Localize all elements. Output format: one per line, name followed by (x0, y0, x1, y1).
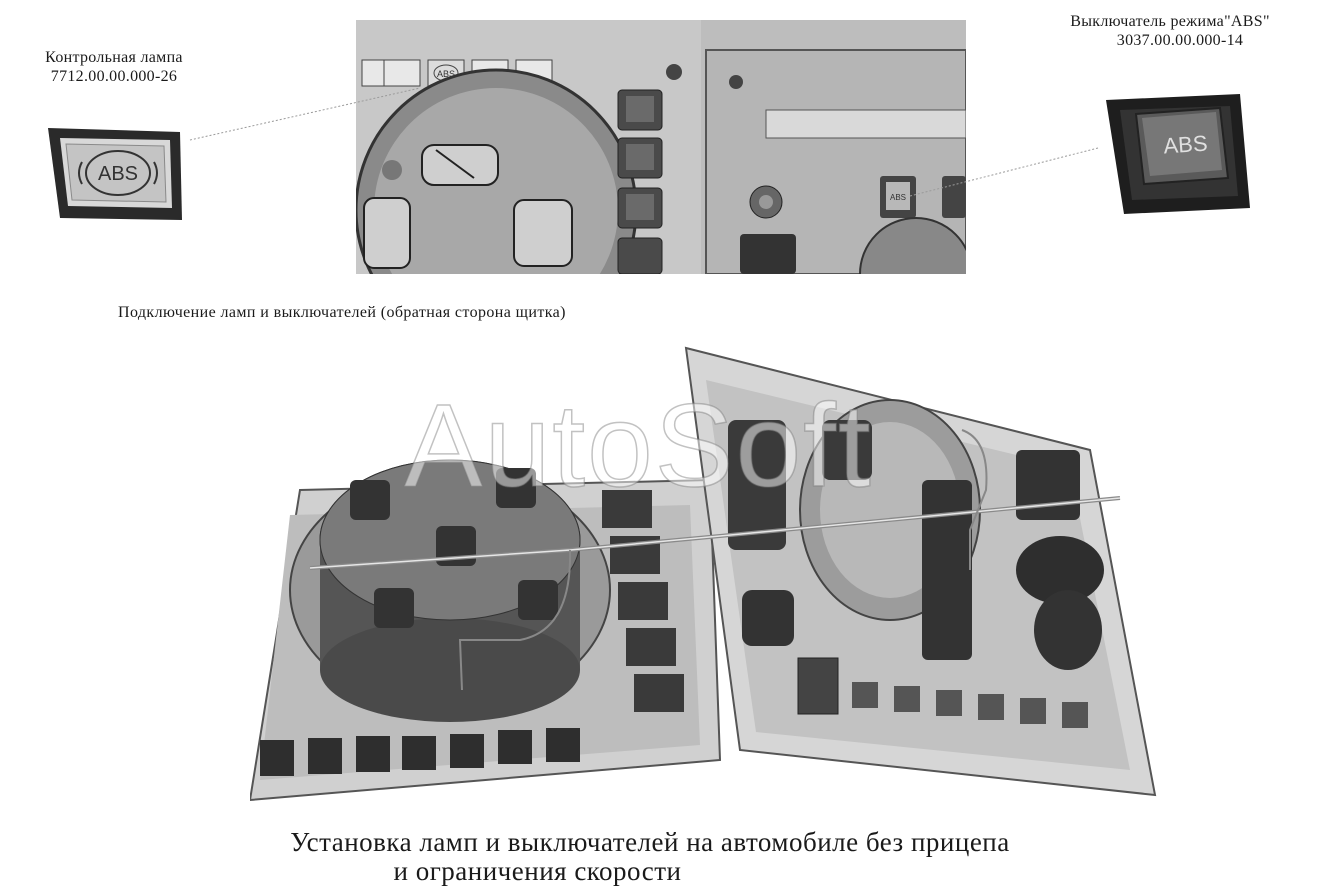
abs-switch-illustration: ABS (1106, 94, 1250, 214)
connector-row-right (852, 682, 1088, 728)
switch-callout-label: Выключатель режима"ABS" 3037.00.00.000-1… (1030, 12, 1310, 50)
lamp-icon-text: ABS (98, 163, 138, 185)
lamp-part-number: 7712.00.00.000-26 (50, 68, 178, 85)
lamp-title: Контрольная лампа (45, 49, 183, 66)
dashboard-front-view: ABS ABS (356, 20, 966, 274)
switch-title: Выключатель режима"ABS" (1070, 13, 1270, 30)
caption-line-2: и ограничения скорости (393, 856, 682, 886)
lamp-callout-label: Контрольная лампа 7712.00.00.000-26 (14, 48, 214, 86)
caption-line-1: Установка ламп и выключателей на автомоб… (290, 827, 1010, 857)
panel-back-side-illustration (250, 346, 1157, 802)
figure-caption: Установка ламп и выключателей на автомоб… (130, 828, 1170, 886)
switch-icon-text: ABS (1163, 131, 1209, 159)
dashboard-switch-abs-text: ABS (890, 193, 906, 202)
switch-part-number: 3037.00.00.000-14 (1116, 32, 1244, 49)
connector-row-left (260, 728, 580, 776)
switch-column (617, 89, 663, 274)
relay-stack (602, 490, 684, 712)
abs-lamp-illustration: ABS (48, 128, 182, 220)
dashboard-lamp-abs-text: ABS (437, 69, 455, 79)
wiring-subtitle: Подключение ламп и выключателей (обратна… (118, 304, 566, 321)
